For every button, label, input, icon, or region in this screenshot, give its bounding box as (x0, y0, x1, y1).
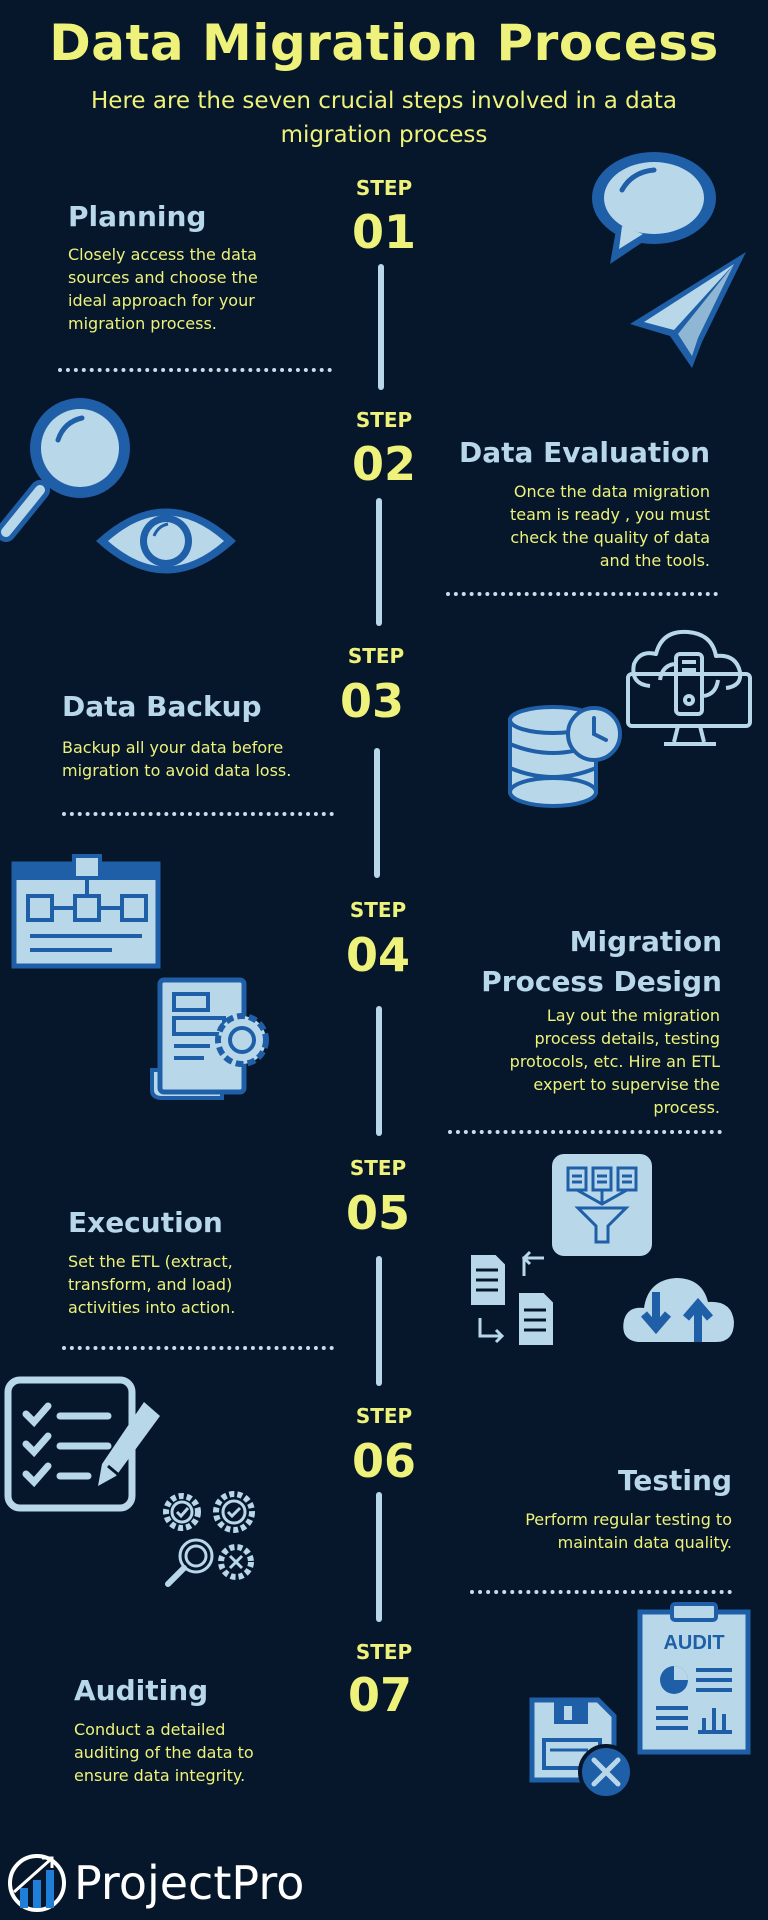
filter-documents-icon (552, 1154, 652, 1256)
timeline-segment (376, 498, 382, 626)
paper-plane-icon (630, 252, 746, 368)
step-number: 04 (345, 928, 410, 982)
step-number: 01 (351, 205, 416, 259)
flowchart-window-icon (11, 854, 161, 969)
checklist-pencil-icon (4, 1376, 160, 1512)
step-title: Planning (68, 200, 207, 233)
timeline-segment (378, 264, 384, 390)
magnifier-icon (0, 398, 130, 542)
step-number: 03 (339, 674, 404, 728)
divider (448, 1130, 722, 1134)
timeline-segment (376, 1006, 382, 1136)
step-label: STEP (355, 1404, 413, 1428)
cloud-monitor-icon (626, 629, 752, 746)
step-description: Lay out the migration process details, t… (509, 1006, 720, 1117)
divider (470, 1590, 732, 1594)
divider (62, 1346, 334, 1350)
document-transfer-icon (469, 1250, 555, 1347)
document-gear-icon (150, 977, 269, 1100)
step-description: Set the ETL (extract, transform, and loa… (68, 1252, 236, 1317)
page-subtitle: Here are the seven crucial steps involve… (91, 88, 677, 148)
timeline-segment (374, 748, 380, 878)
cloud-sync-icon (623, 1278, 734, 1342)
step-description: Backup all your data before migration to… (62, 738, 292, 780)
brand-name: ProjectPro (74, 1856, 305, 1910)
step-label: STEP (347, 644, 405, 668)
step-description: Conduct a detailed auditing of the data … (74, 1720, 254, 1785)
audit-icon-text: AUDIT (663, 1632, 725, 1654)
step-title: Auditing (74, 1674, 209, 1707)
step-label: STEP (349, 898, 407, 922)
step-number: 06 (351, 1434, 416, 1488)
step-title: Data Backup (62, 690, 262, 723)
audit-clipboard-icon (637, 1602, 751, 1755)
divider (62, 812, 334, 816)
step-title-line1: Migration (569, 925, 722, 958)
divider (58, 368, 332, 372)
floppy-tools-icon (529, 1697, 634, 1800)
eye-icon (96, 508, 236, 574)
gears-magnifier-icon (163, 1491, 255, 1587)
step-label: STEP (355, 408, 413, 432)
step-title: Execution (68, 1206, 223, 1239)
page-title: Data Migration Process (49, 14, 719, 72)
database-clock-icon (508, 705, 622, 808)
step-label: STEP (349, 1156, 407, 1180)
step-number: 07 (347, 1668, 412, 1722)
timeline-segment (376, 1492, 382, 1622)
step-title-line2: Process Design (481, 965, 722, 998)
step-description: Perform regular testing to maintain data… (525, 1510, 732, 1552)
step-number: 05 (345, 1186, 410, 1240)
step-number: 02 (351, 437, 416, 491)
projectpro-logo-icon (8, 1854, 66, 1912)
step-description: Closely access the data sources and choo… (68, 245, 258, 333)
step-title: Data Evaluation (458, 436, 710, 469)
step-label: STEP (355, 1640, 413, 1664)
step-description: Once the data migration team is ready , … (509, 482, 710, 570)
step-label: STEP (355, 176, 413, 200)
divider (446, 592, 718, 596)
speech-bubble-icon (592, 152, 716, 264)
timeline-segment (376, 1256, 382, 1386)
step-title: Testing (618, 1464, 732, 1497)
